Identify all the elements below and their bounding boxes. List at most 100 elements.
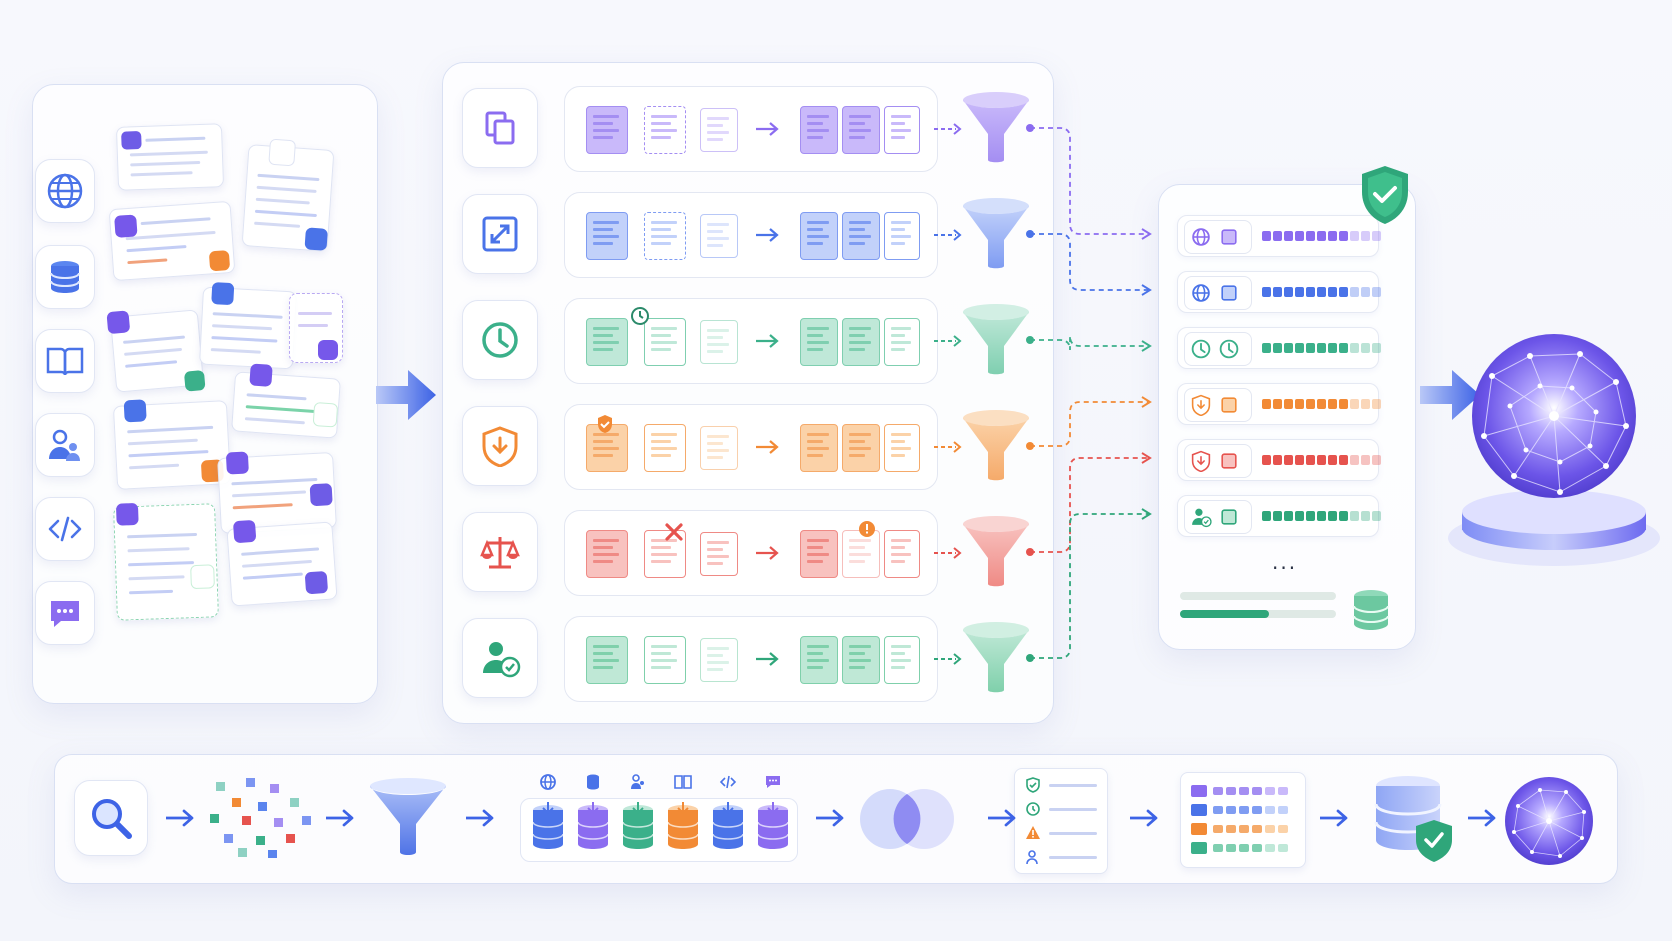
document-icon: [884, 212, 920, 260]
output-row-purple[interactable]: [1177, 215, 1381, 257]
progress-segment: [1284, 399, 1293, 409]
progress-segment: [1317, 399, 1326, 409]
progress-segment: [1339, 231, 1348, 241]
progress-segment: [1317, 511, 1326, 521]
output-row-green[interactable]: [1177, 495, 1381, 537]
arrow-right-icon: [326, 809, 354, 827]
clock-icon: [482, 322, 518, 358]
user-icon: [1221, 397, 1237, 413]
globe-icon: [1192, 228, 1210, 246]
clock-icon: [1219, 339, 1239, 359]
database-icon: [622, 802, 654, 849]
progress-segment: [1262, 399, 1271, 409]
arrow-right-icon: [756, 440, 779, 454]
document-icon: [800, 636, 838, 684]
progress-segment: [1262, 511, 1271, 521]
stage-blue-tile[interactable]: [462, 194, 538, 274]
source-chat-tile[interactable]: [35, 581, 95, 645]
shield-down-icon: [1191, 394, 1211, 416]
stage-green-tile[interactable]: [462, 618, 538, 698]
arrow-right-icon: [756, 122, 779, 136]
database-icon: [712, 802, 744, 849]
progress-track: [1180, 592, 1336, 600]
stage-orange-tile[interactable]: [462, 406, 538, 486]
output-row-orange[interactable]: [1177, 383, 1381, 425]
document-icon: [586, 636, 628, 684]
source-book-tile[interactable]: [35, 329, 95, 393]
document-icon: [842, 530, 880, 578]
document-icon: [884, 636, 920, 684]
quality-checklist-card: [1014, 768, 1108, 874]
table-icon: [1221, 285, 1237, 301]
source-globe-tile[interactable]: [35, 159, 95, 223]
progress-segment: [1284, 287, 1293, 297]
clock-badge-icon: [631, 307, 649, 325]
search-icon: [92, 799, 132, 839]
arrow-right-icon: [988, 809, 1016, 827]
shield-check-icon: [1221, 509, 1237, 525]
shield-down-icon: [482, 426, 518, 467]
progress-segment: [1306, 231, 1315, 241]
warning-icon: [1221, 453, 1237, 469]
funnel-icon: [963, 304, 1029, 375]
sources-panel: [32, 84, 378, 704]
progress-segment: [1372, 511, 1381, 521]
funnel-icon: [963, 410, 1029, 481]
stage-red-tile[interactable]: [462, 512, 538, 592]
progress-segment: [1295, 455, 1304, 465]
output-row-blue[interactable]: [1177, 271, 1381, 313]
progress-segment: [1306, 511, 1315, 521]
database-icon: [50, 261, 80, 293]
user-check-icon: [483, 642, 521, 678]
progress-segment: [1306, 343, 1315, 353]
flow-arrow-icon: [376, 370, 436, 420]
progress-segment: [1284, 231, 1293, 241]
progress-segment: [1350, 511, 1359, 521]
database-icon: [667, 802, 699, 849]
code-icon: [48, 516, 82, 542]
database-icon: [1353, 590, 1389, 630]
source-users-tile[interactable]: [35, 413, 95, 477]
user-check-icon: [1192, 508, 1212, 528]
progress-segment: [1350, 399, 1359, 409]
document-icon: [842, 318, 880, 366]
database-icon: [532, 802, 564, 849]
document-icon: [800, 212, 838, 260]
chat-icon: [51, 601, 79, 627]
progress-segment: [1295, 343, 1304, 353]
funnel-icon: [370, 778, 446, 855]
arrow-right-icon: [756, 652, 779, 666]
source-code-tile[interactable]: [35, 497, 95, 561]
table-row: [1191, 804, 1295, 816]
search-tile[interactable]: [74, 780, 148, 856]
output-row-red[interactable]: [1177, 439, 1381, 481]
stage-teal-tile[interactable]: [462, 300, 538, 380]
stage-purple-tile[interactable]: [462, 88, 538, 168]
database-icon: [1221, 229, 1237, 245]
progress-segment: [1361, 343, 1370, 353]
secure-database-icon: [1374, 776, 1452, 862]
progress-segment: [1306, 287, 1315, 297]
progress-segment: [1273, 511, 1282, 521]
progress-segment: [1284, 511, 1293, 521]
document-icon: [644, 212, 686, 260]
progress-segment: [1273, 287, 1282, 297]
document-icon: [800, 318, 838, 366]
warning-icon: [1026, 826, 1040, 839]
output-row-teal[interactable]: [1177, 327, 1381, 369]
progress-segment: [1262, 343, 1271, 353]
arrow-right-icon: [816, 809, 844, 827]
book-icon: [674, 775, 692, 789]
source-card: [289, 293, 343, 363]
arrow-right-icon: [756, 334, 779, 348]
source-database-tile[interactable]: [35, 245, 95, 309]
dashed-arrow-icon: [934, 335, 962, 347]
knowledge-sphere-icon: [1505, 777, 1593, 865]
flow-arrow-icon: [1420, 370, 1480, 420]
shield-down-icon: [1191, 450, 1211, 472]
alert-icon: [859, 521, 875, 537]
document-icon: [842, 424, 880, 472]
progress-segment: [1372, 455, 1381, 465]
document-icon: [884, 318, 920, 366]
